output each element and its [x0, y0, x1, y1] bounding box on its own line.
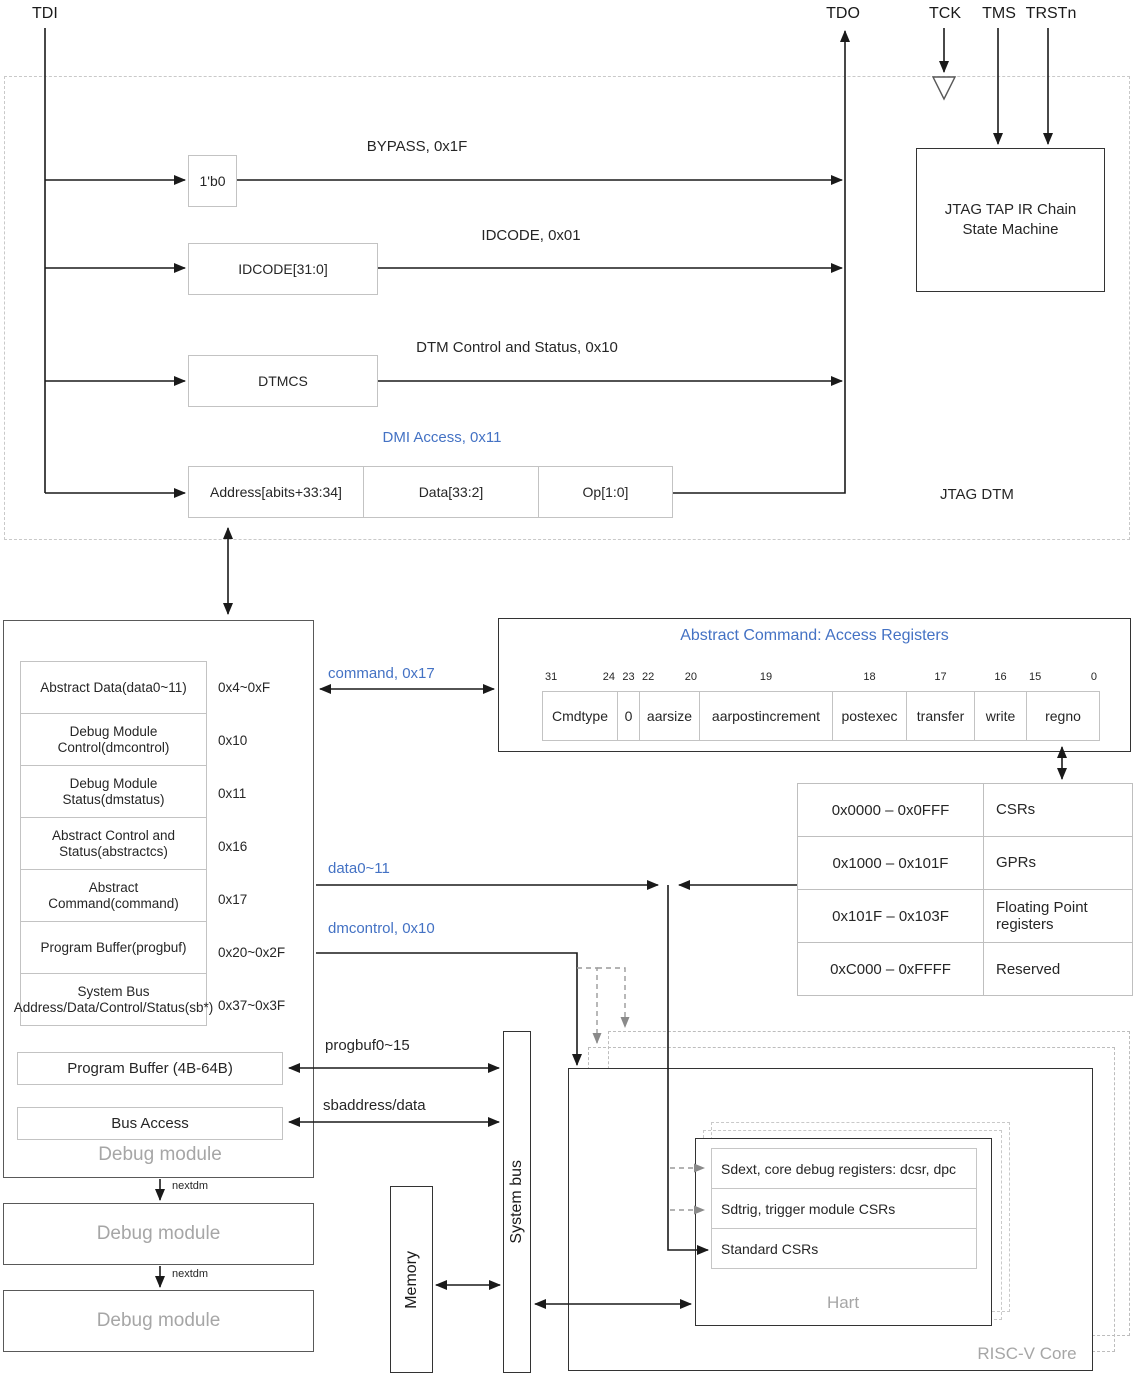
program-buffer-box: Program Buffer (4B-64B): [17, 1052, 283, 1085]
register-address: 0x20~0x2F: [218, 945, 286, 960]
table-row: Abstract Command(command): [20, 869, 207, 922]
bypass-register-cell: 1'b0: [188, 155, 237, 207]
progbuf-bus-label: progbuf0~15: [325, 1037, 410, 1054]
table-row: Debug Module Control(dmcontrol): [20, 713, 207, 766]
trstn-pin-label: TRSTn: [1025, 5, 1077, 22]
table-row: 0x101F – 0x103F Floating Point registers: [798, 890, 1132, 943]
field-write: 16 write: [974, 671, 1027, 741]
dmi-op-cell: Op[1:0]: [538, 466, 673, 518]
dmcontrol-dashed-core2-arrow: [597, 967, 630, 1028]
debug-module-2-box: Debug module: [3, 1203, 314, 1265]
memory-label: Memory: [402, 1250, 420, 1309]
debug-module-3-box: Debug module: [3, 1290, 314, 1352]
jtag-tap-box: JTAG TAP IR Chain State Machine: [916, 148, 1105, 292]
system-bus-box: System bus: [503, 1031, 531, 1373]
system-bus-label: System bus: [508, 1160, 525, 1244]
debug-module-2-label: Debug module: [96, 1223, 221, 1244]
table-row: System Bus Address/Data/Control/Status(s…: [14, 973, 213, 1026]
table-row: 0xC000 – 0xFFFF Reserved: [798, 943, 1132, 996]
debug-register-table: Abstract Data(data0~11) Debug Module Con…: [14, 661, 213, 1026]
tms-pin-label: TMS: [982, 5, 1016, 22]
register-address: 0x11: [218, 786, 247, 801]
register-address: 0x4~0xF: [218, 680, 271, 695]
list-item: Standard CSRs: [711, 1228, 977, 1269]
tdi-pin-label: TDI: [32, 5, 58, 22]
table-row: 0x1000 – 0x101F GPRs: [798, 837, 1132, 890]
dmi-address-cell: Address[abits+33:34]: [188, 466, 364, 518]
jtag-tap-line1: JTAG TAP IR Chain: [944, 200, 1077, 218]
debug-module-label: Debug module: [98, 1144, 222, 1165]
list-item: Sdtrig, trigger module CSRs: [711, 1188, 977, 1229]
register-address: 0x17: [218, 892, 248, 907]
tck-pin-label: TCK: [929, 5, 961, 22]
nextdm-label: nextdm: [172, 1268, 209, 1280]
hart-csr-rows: Sdext, core debug registers: dcsr, dpc S…: [711, 1148, 977, 1269]
dmi-access-label: DMI Access, 0x11: [382, 429, 502, 446]
data-bus-label: data0~11: [328, 860, 390, 877]
riscv-core-label: RISC-V Core: [977, 1344, 1077, 1363]
tdo-pin-label: TDO: [826, 5, 860, 22]
jtag-dtm-container: [4, 76, 1130, 540]
list-item: Sdext, core debug registers: dcsr, dpc: [711, 1148, 977, 1189]
dtmcs-register-cell: DTMCS: [188, 355, 378, 407]
idcode-register-cell: IDCODE[31:0]: [188, 243, 378, 295]
jtag-tap-line2: State Machine: [962, 221, 1059, 238]
table-row: 0x0000 – 0x0FFF CSRs: [798, 784, 1132, 837]
table-row: Abstract Data(data0~11): [20, 661, 207, 714]
table-row: Program Buffer(progbuf): [20, 921, 207, 974]
dmcontrol-bus-label: dmcontrol, 0x10: [328, 920, 435, 937]
table-row: Abstract Control and Status(abstractcs): [20, 817, 207, 870]
field-zero: 23 0: [617, 671, 640, 741]
register-address: 0x37~0x3F: [218, 998, 286, 1013]
table-row: Debug Module Status(dmstatus): [20, 765, 207, 818]
field-transfer: 17 transfer: [906, 671, 975, 741]
field-postexec: 18 postexec: [832, 671, 907, 741]
field-aarpostincrement: 19 aarpostincrement: [699, 671, 833, 741]
nextdm-label: nextdm: [172, 1180, 209, 1192]
dtmcs-label: DTM Control and Status, 0x10: [416, 339, 618, 356]
command-bus-label: command, 0x17: [328, 665, 435, 682]
hart-label: Hart: [826, 1293, 860, 1312]
register-address: 0x16: [218, 839, 248, 854]
sbaddress-bus-label: sbaddress/data: [323, 1097, 426, 1114]
memory-box: Memory: [390, 1186, 433, 1373]
jtag-dtm-label: JTAG DTM: [940, 486, 1014, 503]
dmcontrol-dashed-core1-arrow: [577, 967, 602, 1044]
register-address: 0x10: [218, 733, 248, 748]
dmi-data-cell: Data[33:2]: [363, 466, 539, 518]
debug-module-3-label: Debug module: [96, 1310, 221, 1331]
abstract-command-title: Abstract Command: Access Registers: [680, 627, 949, 644]
bypass-label: BYPASS, 0x1F: [366, 138, 468, 155]
register-map-table: 0x0000 – 0x0FFF CSRs 0x1000 – 0x101F GPR…: [797, 783, 1133, 996]
bus-access-box: Bus Access: [17, 1107, 283, 1140]
idcode-label: IDCODE, 0x01: [481, 227, 581, 244]
